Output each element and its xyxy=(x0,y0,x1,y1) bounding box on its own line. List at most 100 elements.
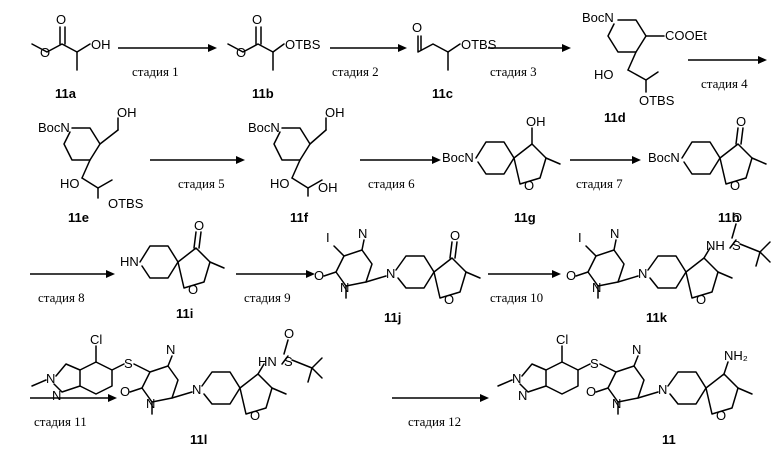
atom-label: O xyxy=(444,292,454,307)
structure-11a: O O OH 11a xyxy=(32,12,111,101)
step-label: стадия 5 xyxy=(178,176,225,191)
structure-11e: BocN OH HO OTBS 11e xyxy=(38,105,144,225)
atom-label: O xyxy=(450,228,460,243)
atom-label: S xyxy=(284,354,293,369)
atom-label: OH xyxy=(318,180,338,195)
structure-11j: I N O N N O O 11j xyxy=(314,226,480,325)
atom-label: OTBS xyxy=(461,37,497,52)
atom-label: N xyxy=(638,266,647,281)
atom-label: O xyxy=(188,282,198,297)
atom-label: HO xyxy=(594,67,614,82)
compound-label: 11c xyxy=(432,86,453,101)
step-label: стадия 11 xyxy=(34,414,87,429)
step-label: стадия 10 xyxy=(490,290,543,305)
compound-label: 11k xyxy=(646,310,668,325)
structure-11k: I N O N N NH S O O 11k xyxy=(566,210,770,325)
compound-label: 11g xyxy=(514,210,536,225)
structure-11g: BocN OH O 11g xyxy=(442,114,560,225)
compound-label: 11e xyxy=(68,210,89,225)
compound-label: 11 xyxy=(662,432,676,447)
atom-label: O xyxy=(412,20,422,35)
step-label: стадия 1 xyxy=(132,64,179,79)
step-label: стадия 8 xyxy=(38,290,85,305)
atom-label: N xyxy=(52,388,61,403)
atom-label: BocN xyxy=(442,150,474,165)
atom-label: N xyxy=(166,342,175,357)
compound-label: 11j xyxy=(384,310,401,325)
compound-label: 11a xyxy=(55,86,77,101)
atom-label: I xyxy=(578,230,582,245)
arrow-head xyxy=(208,44,217,52)
atom-label: O xyxy=(120,384,130,399)
structure-11h: BocN O O 11h xyxy=(648,114,766,225)
atom-label: I xyxy=(326,230,330,245)
atom-label: O xyxy=(586,384,596,399)
atom-label: N xyxy=(612,396,621,411)
atom-label: N xyxy=(386,266,395,281)
atom-label: HN xyxy=(120,254,139,269)
atom-label: O xyxy=(736,114,746,129)
atom-label: BocN xyxy=(648,150,680,165)
arrow-head xyxy=(108,394,117,402)
atom-label: OTBS xyxy=(108,196,144,211)
step-label: стадия 6 xyxy=(368,176,415,191)
arrow-head xyxy=(106,270,115,278)
atom-label: BocN xyxy=(248,120,280,135)
atom-label: N xyxy=(632,342,641,357)
atom-label: N xyxy=(192,382,201,397)
atom-label: NH xyxy=(706,238,725,253)
atom-label: O xyxy=(40,45,50,60)
arrow-head xyxy=(758,56,767,64)
atom-label: S xyxy=(124,356,133,371)
structure-11: N N Cl S N O N N NH₂ O 11 xyxy=(498,332,752,447)
atom-label: O xyxy=(732,210,742,225)
step-label: стадия 12 xyxy=(408,414,461,429)
atom-label: O xyxy=(524,178,534,193)
atom-label: HO xyxy=(270,176,290,191)
step-label: стадия 7 xyxy=(576,176,623,191)
atom-label: S xyxy=(590,356,599,371)
step-label: стадия 3 xyxy=(490,64,537,79)
atom-label: OH xyxy=(325,105,345,120)
atom-label: O xyxy=(716,408,726,423)
atom-label: O xyxy=(252,12,262,27)
atom-label: O xyxy=(730,178,740,193)
atom-label: OTBS xyxy=(285,37,321,52)
structure-11f: BocN OH HO OH 11f xyxy=(248,105,345,225)
atom-label: Cl xyxy=(556,332,568,347)
atom-label: O xyxy=(250,408,260,423)
atom-label: OH xyxy=(526,114,546,129)
arrow-head xyxy=(632,156,641,164)
compound-label: 11i xyxy=(176,306,193,321)
atom-label: BocN xyxy=(582,10,614,25)
compound-label: 11f xyxy=(290,210,309,225)
step-label: стадия 2 xyxy=(332,64,379,79)
atom-label: S xyxy=(732,238,741,253)
structure-11c: O OTBS 11c xyxy=(412,20,497,101)
atom-label: OH xyxy=(117,105,137,120)
atom-label: O xyxy=(56,12,66,27)
compound-label: 11b xyxy=(252,86,274,101)
atom-label: O xyxy=(284,326,294,341)
atom-label: O xyxy=(566,268,576,283)
step-label: стадия 4 xyxy=(701,76,748,91)
structure-11b: O O OTBS 11b xyxy=(228,12,321,101)
structure-11d: BocN COOEt HO OTBS 11d xyxy=(582,10,707,125)
atom-label: OH xyxy=(91,37,111,52)
atom-label: HN xyxy=(258,354,277,369)
arrow-head xyxy=(236,156,245,164)
compound-label: 11d xyxy=(604,110,626,125)
atom-label: O xyxy=(194,218,204,233)
atom-label: COOEt xyxy=(665,28,707,43)
arrow-head xyxy=(480,394,489,402)
atom-label: N xyxy=(658,382,667,397)
atom-label: HO xyxy=(60,176,80,191)
arrow-head xyxy=(432,156,441,164)
atom-label: N xyxy=(518,388,527,403)
arrow-head xyxy=(398,44,407,52)
atom-label: Cl xyxy=(90,332,102,347)
atom-label: NH₂ xyxy=(724,348,748,363)
atom-label: N xyxy=(610,226,619,241)
